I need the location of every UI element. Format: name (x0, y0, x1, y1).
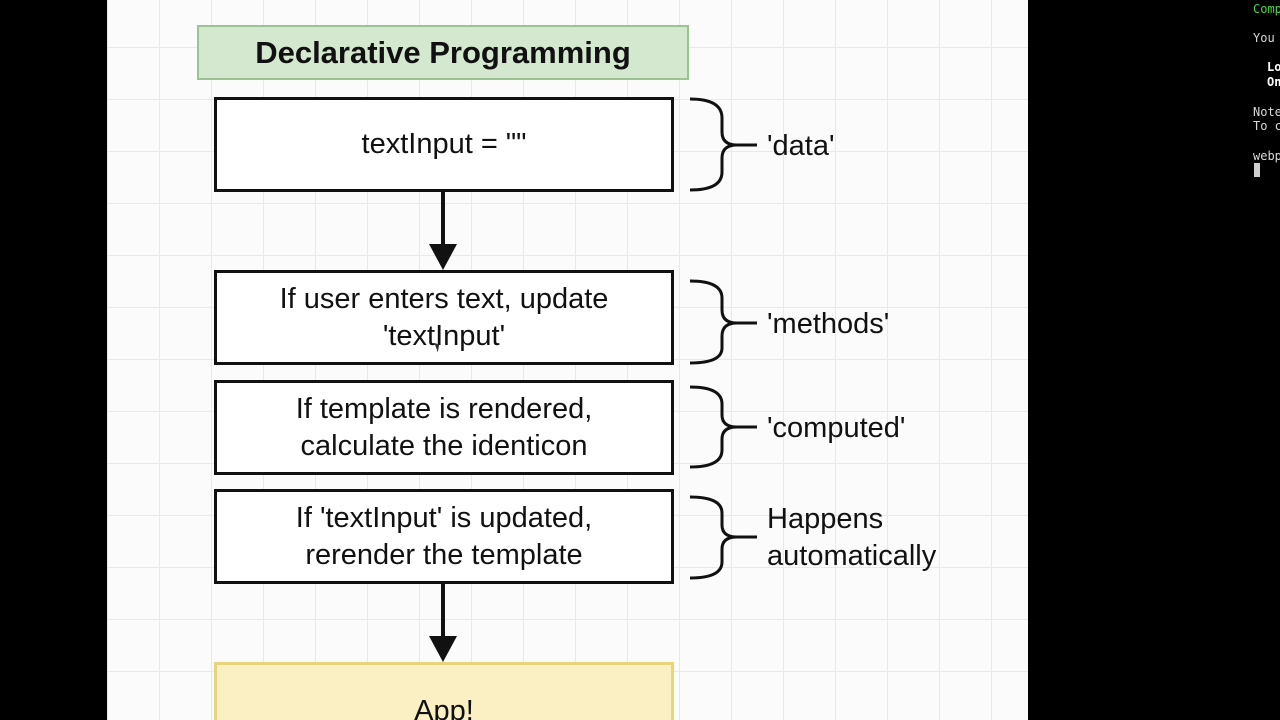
arrow-data-to-methods (429, 192, 457, 270)
arrow-auto-to-app (429, 584, 457, 662)
step-data-box: textInput = "" (214, 97, 674, 192)
label-computed: 'computed' (767, 412, 906, 444)
terminal-line: Comp (1253, 2, 1280, 16)
step-data-text: textInput = "" (361, 128, 527, 160)
terminal-cursor (1254, 163, 1260, 177)
terminal-line: Note (1253, 105, 1280, 119)
label-methods: 'methods' (767, 308, 890, 340)
diagram-canvas: Declarative Programming textInput = "" I… (107, 0, 1028, 720)
brace-computed (689, 385, 757, 469)
terminal-line: Lo (1267, 60, 1280, 74)
diagram-title: Declarative Programming (197, 25, 689, 80)
app-text: App! (414, 695, 474, 720)
step-methods-text: If user enters text, update 'textInput' (279, 282, 609, 352)
terminal-line: On (1267, 75, 1280, 89)
step-methods-box: If user enters text, update 'textInput' (214, 270, 674, 365)
step-computed-text: If template is rendered, calculate the i… (295, 392, 593, 462)
connectors (429, 97, 757, 662)
label-automatic: Happens automatically (767, 503, 937, 572)
brace-auto (689, 495, 757, 580)
app-box: App! (214, 662, 674, 720)
terminal-line: webp (1253, 149, 1280, 163)
brace-data (689, 97, 757, 192)
brace-methods (689, 279, 757, 365)
terminal-line: To c (1253, 119, 1280, 133)
terminal-line: You (1253, 31, 1275, 45)
step-auto-text: If 'textInput' is updated, rerender the … (295, 501, 593, 571)
step-computed-box: If template is rendered, calculate the i… (214, 380, 674, 475)
step-auto-box: If 'textInput' is updated, rerender the … (214, 489, 674, 584)
label-data: 'data' (767, 130, 835, 162)
terminal-panel: Comp You Lo On Note To c webp (1248, 0, 1280, 720)
